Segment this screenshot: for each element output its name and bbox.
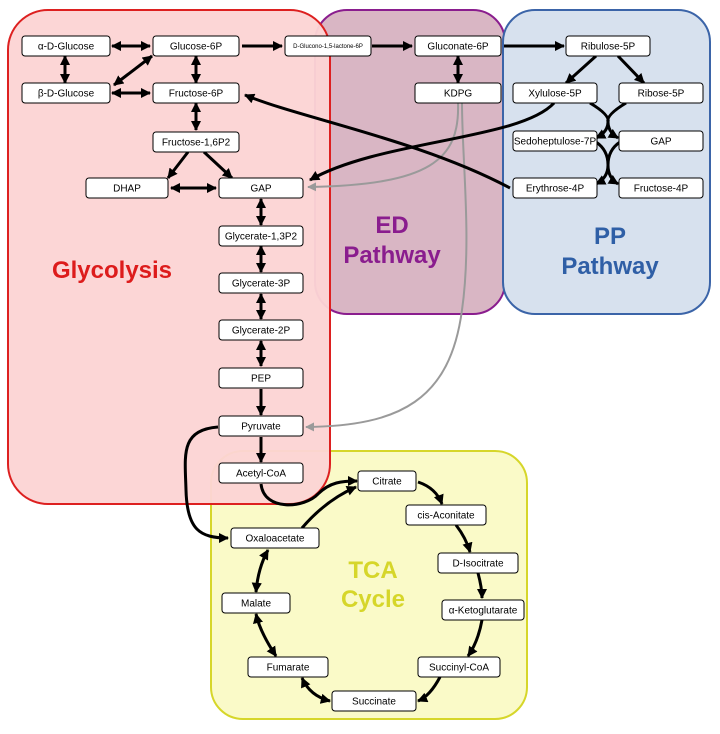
svg-text:Glycerate-3P: Glycerate-3P <box>232 279 291 290</box>
edge-erythrose4p-fructose6p <box>244 93 511 190</box>
edge-ribulose5p-xylulose5p <box>564 54 598 85</box>
edge-succinate-fumarate <box>300 677 331 704</box>
ed-label-line1: ED <box>375 212 408 239</box>
svg-text:Oxaloacetate: Oxaloacetate <box>246 534 305 545</box>
node-acetyl-coa: Acetyl-CoA <box>218 462 304 484</box>
svg-text:Fructose-4P: Fructose-4P <box>634 184 689 195</box>
node-kdpg: KDPG <box>414 82 502 104</box>
edge-oxaloacetate-citrate <box>300 485 357 529</box>
node-gluconate-6p: Gluconate-6P <box>414 35 502 57</box>
node-fructose-6p: Fructose-6P <box>152 82 240 104</box>
edge-pyruvate-oxaloacetate <box>183 425 230 544</box>
tca-label-line2: Cycle <box>341 586 405 613</box>
node-glycerate-13p2: Glycerate-1,3P2 <box>218 225 304 247</box>
node-dhap: DHAP <box>85 177 169 199</box>
edge-ribulose5p-ribose5p <box>616 54 646 85</box>
node-gap-pp: GAP <box>618 130 704 152</box>
svg-text:Xylulose-5P: Xylulose-5P <box>528 89 582 100</box>
node-alpha-d-glucose: α-D-Glucose <box>21 35 111 57</box>
svg-text:Citrate: Citrate <box>372 477 402 488</box>
node-a-ketoglutarate: α-Ketoglutarate <box>441 599 525 621</box>
node-sedoheptulose-7p: Sedoheptulose-7P <box>512 130 598 152</box>
node-pyruvate: Pyruvate <box>218 415 304 437</box>
edge-merge-gap-pp <box>606 121 619 140</box>
node-glycerate-2p: Glycerate-2P <box>218 319 304 341</box>
edge-kdpg-pyruvate <box>305 102 468 432</box>
svg-text:GAP: GAP <box>250 184 271 195</box>
node-citrate: Citrate <box>357 470 417 492</box>
svg-text:α-Ketoglutarate: α-Ketoglutarate <box>449 606 518 617</box>
edge-citrate-cisaconitate <box>417 480 444 505</box>
edge-beta-glucose-glucose6p <box>113 54 153 87</box>
svg-text:Ribose-5P: Ribose-5P <box>638 89 685 100</box>
svg-text:DHAP: DHAP <box>113 184 141 195</box>
svg-text:Succinate: Succinate <box>352 697 396 708</box>
svg-text:Acetyl-CoA: Acetyl-CoA <box>236 469 286 480</box>
node-pep: PEP <box>218 367 304 389</box>
edge-merge-fructose4p <box>606 164 619 186</box>
node-d-isocitrate: D-Isocitrate <box>437 552 519 574</box>
svg-text:Pyruvate: Pyruvate <box>241 422 281 433</box>
pp-label-line1: PP <box>594 223 626 250</box>
svg-text:Glycerate-1,3P2: Glycerate-1,3P2 <box>225 232 298 243</box>
svg-text:Malate: Malate <box>241 599 271 610</box>
svg-text:Glucose-6P: Glucose-6P <box>170 42 223 53</box>
edge-xylulose5p-gap-glycolysis <box>309 101 556 182</box>
edge-fructose16p2-gap <box>202 150 234 180</box>
node-oxaloacetate: Oxaloacetate <box>230 527 320 549</box>
svg-text:KDPG: KDPG <box>444 89 473 100</box>
svg-text:Succinyl-CoA: Succinyl-CoA <box>429 663 489 674</box>
edge-fumarate-malate <box>253 613 278 657</box>
node-erythrose-4p: Erythrose-4P <box>512 177 598 199</box>
node-beta-d-glucose: β-D-Glucose <box>21 82 111 104</box>
svg-text:Fructose-1,6P2: Fructose-1,6P2 <box>162 138 231 149</box>
edge-ribose5p-merge-top <box>606 101 627 123</box>
svg-text:GAP: GAP <box>650 137 671 148</box>
edge-ketoglutarate-succinylcoa <box>466 619 484 657</box>
svg-text:Erythrose-4P: Erythrose-4P <box>526 184 585 195</box>
pp-label-line2: Pathway <box>561 253 659 280</box>
node-xylulose-5p: Xylulose-5P <box>512 82 598 104</box>
svg-text:D-Glucono-1,5-lactone-6P: D-Glucono-1,5-lactone-6P <box>293 44 363 50</box>
node-glucono-lactone-6p: D-Glucono-1,5-lactone-6P <box>284 35 372 57</box>
node-ribulose-5p: Ribulose-5P <box>565 35 651 57</box>
node-malate: Malate <box>221 592 291 614</box>
svg-text:PEP: PEP <box>251 374 271 385</box>
node-succinyl-coa: Succinyl-CoA <box>417 656 501 678</box>
edge-fructose16p2-dhap <box>166 151 190 179</box>
node-glucose-6p: Glucose-6P <box>152 35 240 57</box>
svg-text:Fumarate: Fumarate <box>267 663 310 674</box>
edge-succinylcoa-succinate <box>417 676 442 703</box>
node-ribose-5p: Ribose-5P <box>618 82 704 104</box>
edge-cisaconitate-isocitrate <box>454 524 473 553</box>
glycolysis-label: Glycolysis <box>52 257 172 284</box>
svg-text:Gluconate-6P: Gluconate-6P <box>427 42 488 53</box>
svg-text:D-Isocitrate: D-Isocitrate <box>452 559 504 570</box>
svg-text:β-D-Glucose: β-D-Glucose <box>38 89 95 100</box>
node-fructose-16p2: Fructose-1,6P2 <box>152 131 240 153</box>
edge-kdpg-gap <box>307 102 460 192</box>
edge-acetylcoa-citrate <box>259 475 359 507</box>
node-cis-aconitate: cis-Aconitate <box>405 504 487 526</box>
svg-text:cis-Aconitate: cis-Aconitate <box>417 511 475 522</box>
node-fructose-4p: Fructose-4P <box>618 177 704 199</box>
ed-label-line2: Pathway <box>343 242 441 269</box>
svg-text:Fructose-6P: Fructose-6P <box>169 89 224 100</box>
tca-label-line1: TCA <box>348 557 397 584</box>
node-glycerate-3p: Glycerate-3P <box>218 272 304 294</box>
svg-text:Glycerate-2P: Glycerate-2P <box>232 326 291 337</box>
svg-text:Ribulose-5P: Ribulose-5P <box>581 42 636 53</box>
node-fumarate: Fumarate <box>247 656 329 678</box>
svg-text:Sedoheptulose-7P: Sedoheptulose-7P <box>514 137 597 148</box>
edge-gap-pp-merge-bottom <box>606 140 621 166</box>
svg-text:α-D-Glucose: α-D-Glucose <box>38 42 95 53</box>
edge-isocitrate-ketoglutarate <box>476 572 488 600</box>
node-gap-glycolysis: GAP <box>218 177 304 199</box>
node-succinate: Succinate <box>331 690 417 712</box>
edge-malate-oxaloacetate <box>251 549 270 594</box>
